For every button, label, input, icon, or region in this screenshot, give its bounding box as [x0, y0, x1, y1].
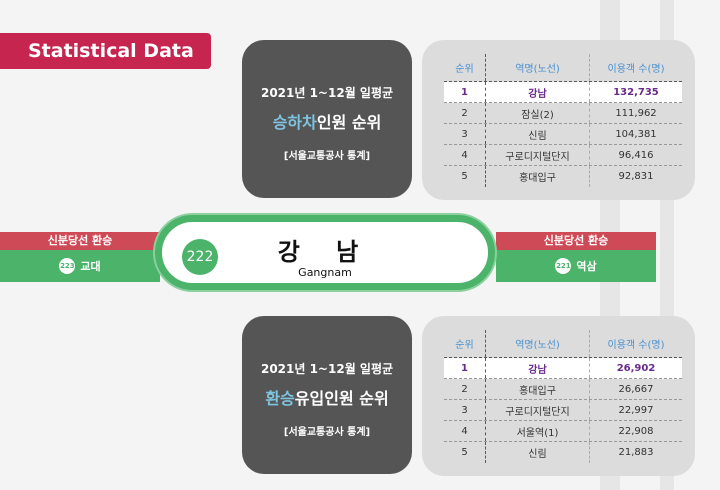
cell-rank: 1	[444, 358, 486, 378]
transfer-label: 신분당선 환승	[496, 232, 656, 250]
period-label: 2021년 1~12월 일평균	[260, 362, 394, 376]
cell-count: 132,735	[613, 86, 659, 98]
source-label: [서울교통공사 통계]	[283, 427, 371, 438]
cell-rank: 5	[444, 442, 486, 463]
cell-count: 22,997	[618, 404, 654, 416]
header-count: 이용객 수(명)	[607, 340, 665, 351]
cell-station: 잠실(2)	[486, 103, 590, 123]
source-label: [서울교통공사 통계]	[283, 151, 371, 162]
cell-count: 21,883	[618, 447, 654, 458]
transfer-info-card: 2021년 1~12월 일평균 환승유입인원 순위 [서울교통공사 통계]	[242, 316, 412, 474]
cell-rank: 4	[444, 421, 486, 441]
right-transfer-band: 신분당선 환승 221 역삼	[496, 232, 656, 282]
cell-rank: 1	[444, 82, 486, 102]
card-heading: 승하차인원 순위	[242, 109, 412, 133]
cell-station: 구로디지털단지	[486, 145, 590, 165]
station-number-badge: 221	[555, 258, 572, 274]
cell-rank: 2	[444, 103, 486, 123]
cell-rank: 3	[444, 124, 486, 144]
cell-count: 104,381	[615, 128, 657, 140]
cell-station: 강남	[486, 358, 590, 378]
heading-highlight: 환승	[265, 389, 295, 408]
heading-highlight: 승하차	[272, 113, 317, 132]
next-station-name: 역삼	[576, 260, 597, 273]
cell-rank: 4	[444, 145, 486, 165]
section-title: Statistical Data	[0, 33, 211, 69]
station-number: 222	[182, 239, 218, 275]
boarding-info-card: 2021년 1~12월 일평균 승하차인원 순위 [서울교통공사 통계]	[242, 40, 412, 198]
station-name: 강 남	[277, 238, 373, 266]
station-english-name: Gangnam	[298, 266, 352, 279]
cell-count: 22,908	[618, 425, 654, 437]
cell-count: 96,416	[618, 149, 654, 161]
cell-count: 92,831	[618, 171, 654, 182]
cell-station: 강남	[486, 82, 590, 102]
prev-station-name: 교대	[80, 260, 101, 273]
card-heading: 환승유입인원 순위	[242, 385, 412, 409]
header-rank: 순위	[444, 330, 486, 357]
cell-station: 구로디지털단지	[486, 400, 590, 420]
heading-rest: 유입인원 순위	[294, 389, 389, 408]
header-station: 역명(노선)	[486, 54, 590, 81]
cell-station: 신림	[486, 442, 590, 463]
period-label: 2021년 1~12월 일평균	[260, 86, 394, 100]
cell-count: 26,902	[616, 362, 656, 374]
left-transfer-band: 신분당선 환승 223 교대	[0, 232, 160, 282]
station-number-badge: 223	[59, 258, 76, 274]
transfer-label: 신분당선 환승	[0, 232, 160, 250]
header-station: 역명(노선)	[486, 330, 590, 357]
cell-count: 111,962	[615, 107, 657, 119]
cell-rank: 2	[444, 379, 486, 399]
cell-station: 신림	[486, 124, 590, 144]
header-count: 이용객 수(명)	[607, 64, 665, 75]
cell-rank: 5	[444, 166, 486, 187]
cell-station: 홍대입구	[486, 166, 590, 187]
cell-station: 홍대입구	[486, 379, 590, 399]
heading-rest: 인원 순위	[316, 113, 382, 132]
header-rank: 순위	[444, 54, 486, 81]
cell-count: 26,667	[618, 383, 654, 395]
cell-station: 서울역(1)	[486, 421, 590, 441]
station-sign: 222 강 남 Gangnam	[155, 215, 495, 290]
cell-rank: 3	[444, 400, 486, 420]
